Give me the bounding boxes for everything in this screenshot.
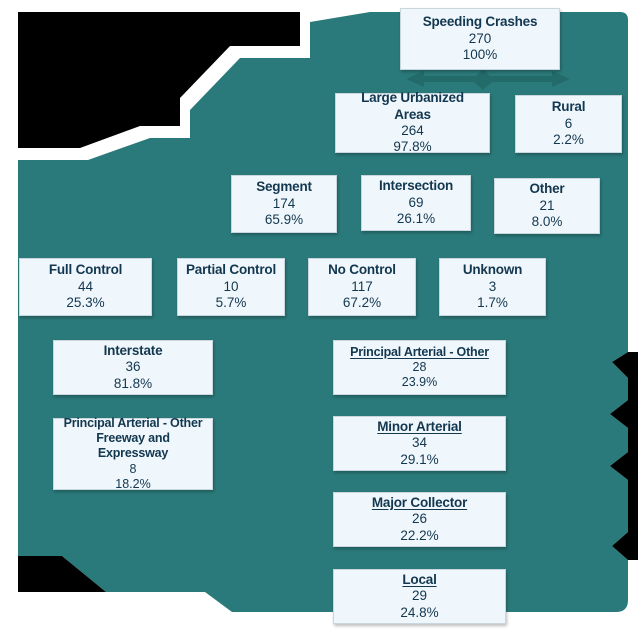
node-title: Local <box>402 571 437 587</box>
node-principal-arterial-other-freeway-expressway[interactable]: Principal Arterial - Other Freeway and E… <box>53 415 213 491</box>
node-percent: 23.9% <box>401 375 438 390</box>
node-percent: 8.0% <box>531 214 563 230</box>
node-percent: 22.2% <box>400 527 439 543</box>
node-percent: 100% <box>462 47 498 63</box>
node-principal-arterial-other[interactable]: Principal Arterial - Other 28 23.9% <box>333 340 506 395</box>
node-count: 8 <box>129 461 137 476</box>
node-count: 44 <box>77 278 94 294</box>
node-title: Principal Arterial - Other Freeway and E… <box>63 415 203 461</box>
black-cutout-topleft <box>18 12 300 148</box>
node-count: 21 <box>539 197 555 213</box>
node-count: 117 <box>351 278 373 294</box>
node-percent: 97.8% <box>393 139 432 155</box>
node-title: Intersection <box>378 178 454 194</box>
node-speeding-crashes[interactable]: Speeding Crashes 270 100% <box>400 8 560 70</box>
node-percent: 65.9% <box>264 212 304 228</box>
node-title: Other <box>529 181 565 197</box>
node-percent: 81.8% <box>113 375 153 391</box>
node-percent: 67.2% <box>342 295 382 311</box>
node-count: 36 <box>125 359 141 375</box>
node-count: 29 <box>411 588 428 604</box>
node-count: 3 <box>488 278 497 294</box>
node-count: 28 <box>412 359 427 374</box>
node-percent: 5.7% <box>215 295 247 311</box>
node-unknown[interactable]: Unknown 3 1.7% <box>439 258 546 316</box>
node-count: 6 <box>564 115 573 131</box>
node-title: Major Collector <box>371 494 468 510</box>
node-title: Large Urbanized Areas <box>361 90 464 122</box>
node-major-collector[interactable]: Major Collector 26 22.2% <box>333 492 506 547</box>
node-title: Minor Arterial <box>377 418 462 434</box>
node-count: 10 <box>223 278 239 294</box>
node-title: Rural <box>551 99 586 115</box>
node-count: 264 <box>401 123 424 138</box>
node-minor-arterial[interactable]: Minor Arterial 34 29.1% <box>333 416 506 471</box>
node-title: Principal Arterial - Other <box>350 344 489 359</box>
node-no-control[interactable]: No Control 117 67.2% <box>308 258 416 316</box>
node-percent: 2.2% <box>553 132 584 148</box>
node-percent: 26.1% <box>396 211 436 227</box>
node-percent: 25.3% <box>66 295 105 311</box>
node-full-control[interactable]: Full Control 44 25.3% <box>19 258 152 316</box>
node-local[interactable]: Local 29 24.8% <box>333 569 506 624</box>
node-other[interactable]: Other 21 8.0% <box>494 178 600 234</box>
node-title: Partial Control <box>185 262 276 278</box>
black-cutout-bottomleft <box>18 556 106 592</box>
node-intersection[interactable]: Intersection 69 26.1% <box>361 175 471 231</box>
node-title: Unknown <box>462 262 523 278</box>
node-count: 34 <box>411 435 428 451</box>
node-rural[interactable]: Rural 6 2.2% <box>515 95 622 153</box>
node-title: Segment <box>256 179 312 195</box>
node-title: Speeding Crashes <box>422 14 538 30</box>
node-partial-control[interactable]: Partial Control 10 5.7% <box>177 258 285 316</box>
node-count: 270 <box>468 30 492 46</box>
node-title: No Control <box>328 262 396 278</box>
node-interstate[interactable]: Interstate 36 81.8% <box>53 340 213 395</box>
node-segment[interactable]: Segment 174 65.9% <box>231 175 337 233</box>
node-percent: 29.1% <box>400 451 439 467</box>
black-cutout-right <box>610 352 638 560</box>
node-count: 69 <box>408 194 424 210</box>
node-title: Interstate <box>103 342 163 358</box>
node-title: Full Control <box>48 262 123 278</box>
node-large-urbanized-areas[interactable]: Large Urbanized Areas 264 97.8% <box>335 90 490 155</box>
node-percent: 18.2% <box>115 476 151 491</box>
node-percent: 1.7% <box>477 295 508 311</box>
node-percent: 24.8% <box>400 604 439 620</box>
node-count: 26 <box>411 511 428 527</box>
node-count: 174 <box>272 195 296 211</box>
